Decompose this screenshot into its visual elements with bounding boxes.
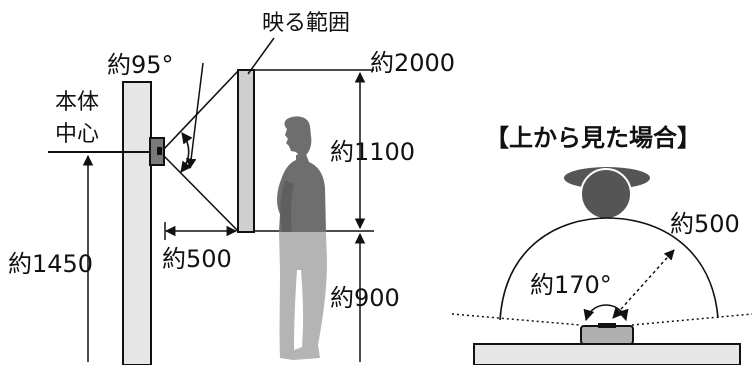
view-range-label: 映る範囲 [262, 11, 350, 36]
top-view-camera [580, 325, 634, 345]
top-view-head [580, 168, 632, 220]
wall [122, 81, 152, 365]
top-view [451, 167, 753, 365]
person-silhouette [277, 116, 327, 360]
view-angle-arc [180, 132, 193, 173]
top-view-angle-label: 約170° [530, 271, 612, 299]
top-view-angle-arc [583, 304, 629, 322]
view-cone-upper [162, 70, 239, 151]
view-range-leader [247, 37, 275, 75]
camera-lens [157, 147, 162, 155]
top-view-edge-right [631, 313, 753, 326]
top-view-title: 【上から見た場合】 [485, 124, 701, 152]
angle-label: 約95° [107, 51, 174, 79]
top-view-edge-left [451, 313, 581, 326]
top-view-radius-label: 約500 [670, 210, 740, 238]
top-view-radius-arrow [612, 249, 675, 319]
mount-height-label: 約1450 [8, 250, 93, 278]
top-view-camera-lens [598, 323, 616, 328]
angle-leader [185, 62, 204, 170]
body-center-label-line1: 本体 [55, 90, 99, 115]
view-range-panel [237, 69, 255, 233]
view-height-label: 約1100 [330, 138, 415, 166]
lower-height-label: 約900 [330, 284, 400, 312]
body-center-label-line2: 中心 [55, 122, 99, 147]
top-view-wall [473, 343, 741, 365]
distance-label: 約500 [162, 245, 232, 273]
top-height-label: 約2000 [370, 49, 455, 77]
top-view-range-fan [499, 217, 719, 321]
view-cone-lower [162, 154, 239, 232]
side-view [48, 37, 374, 365]
